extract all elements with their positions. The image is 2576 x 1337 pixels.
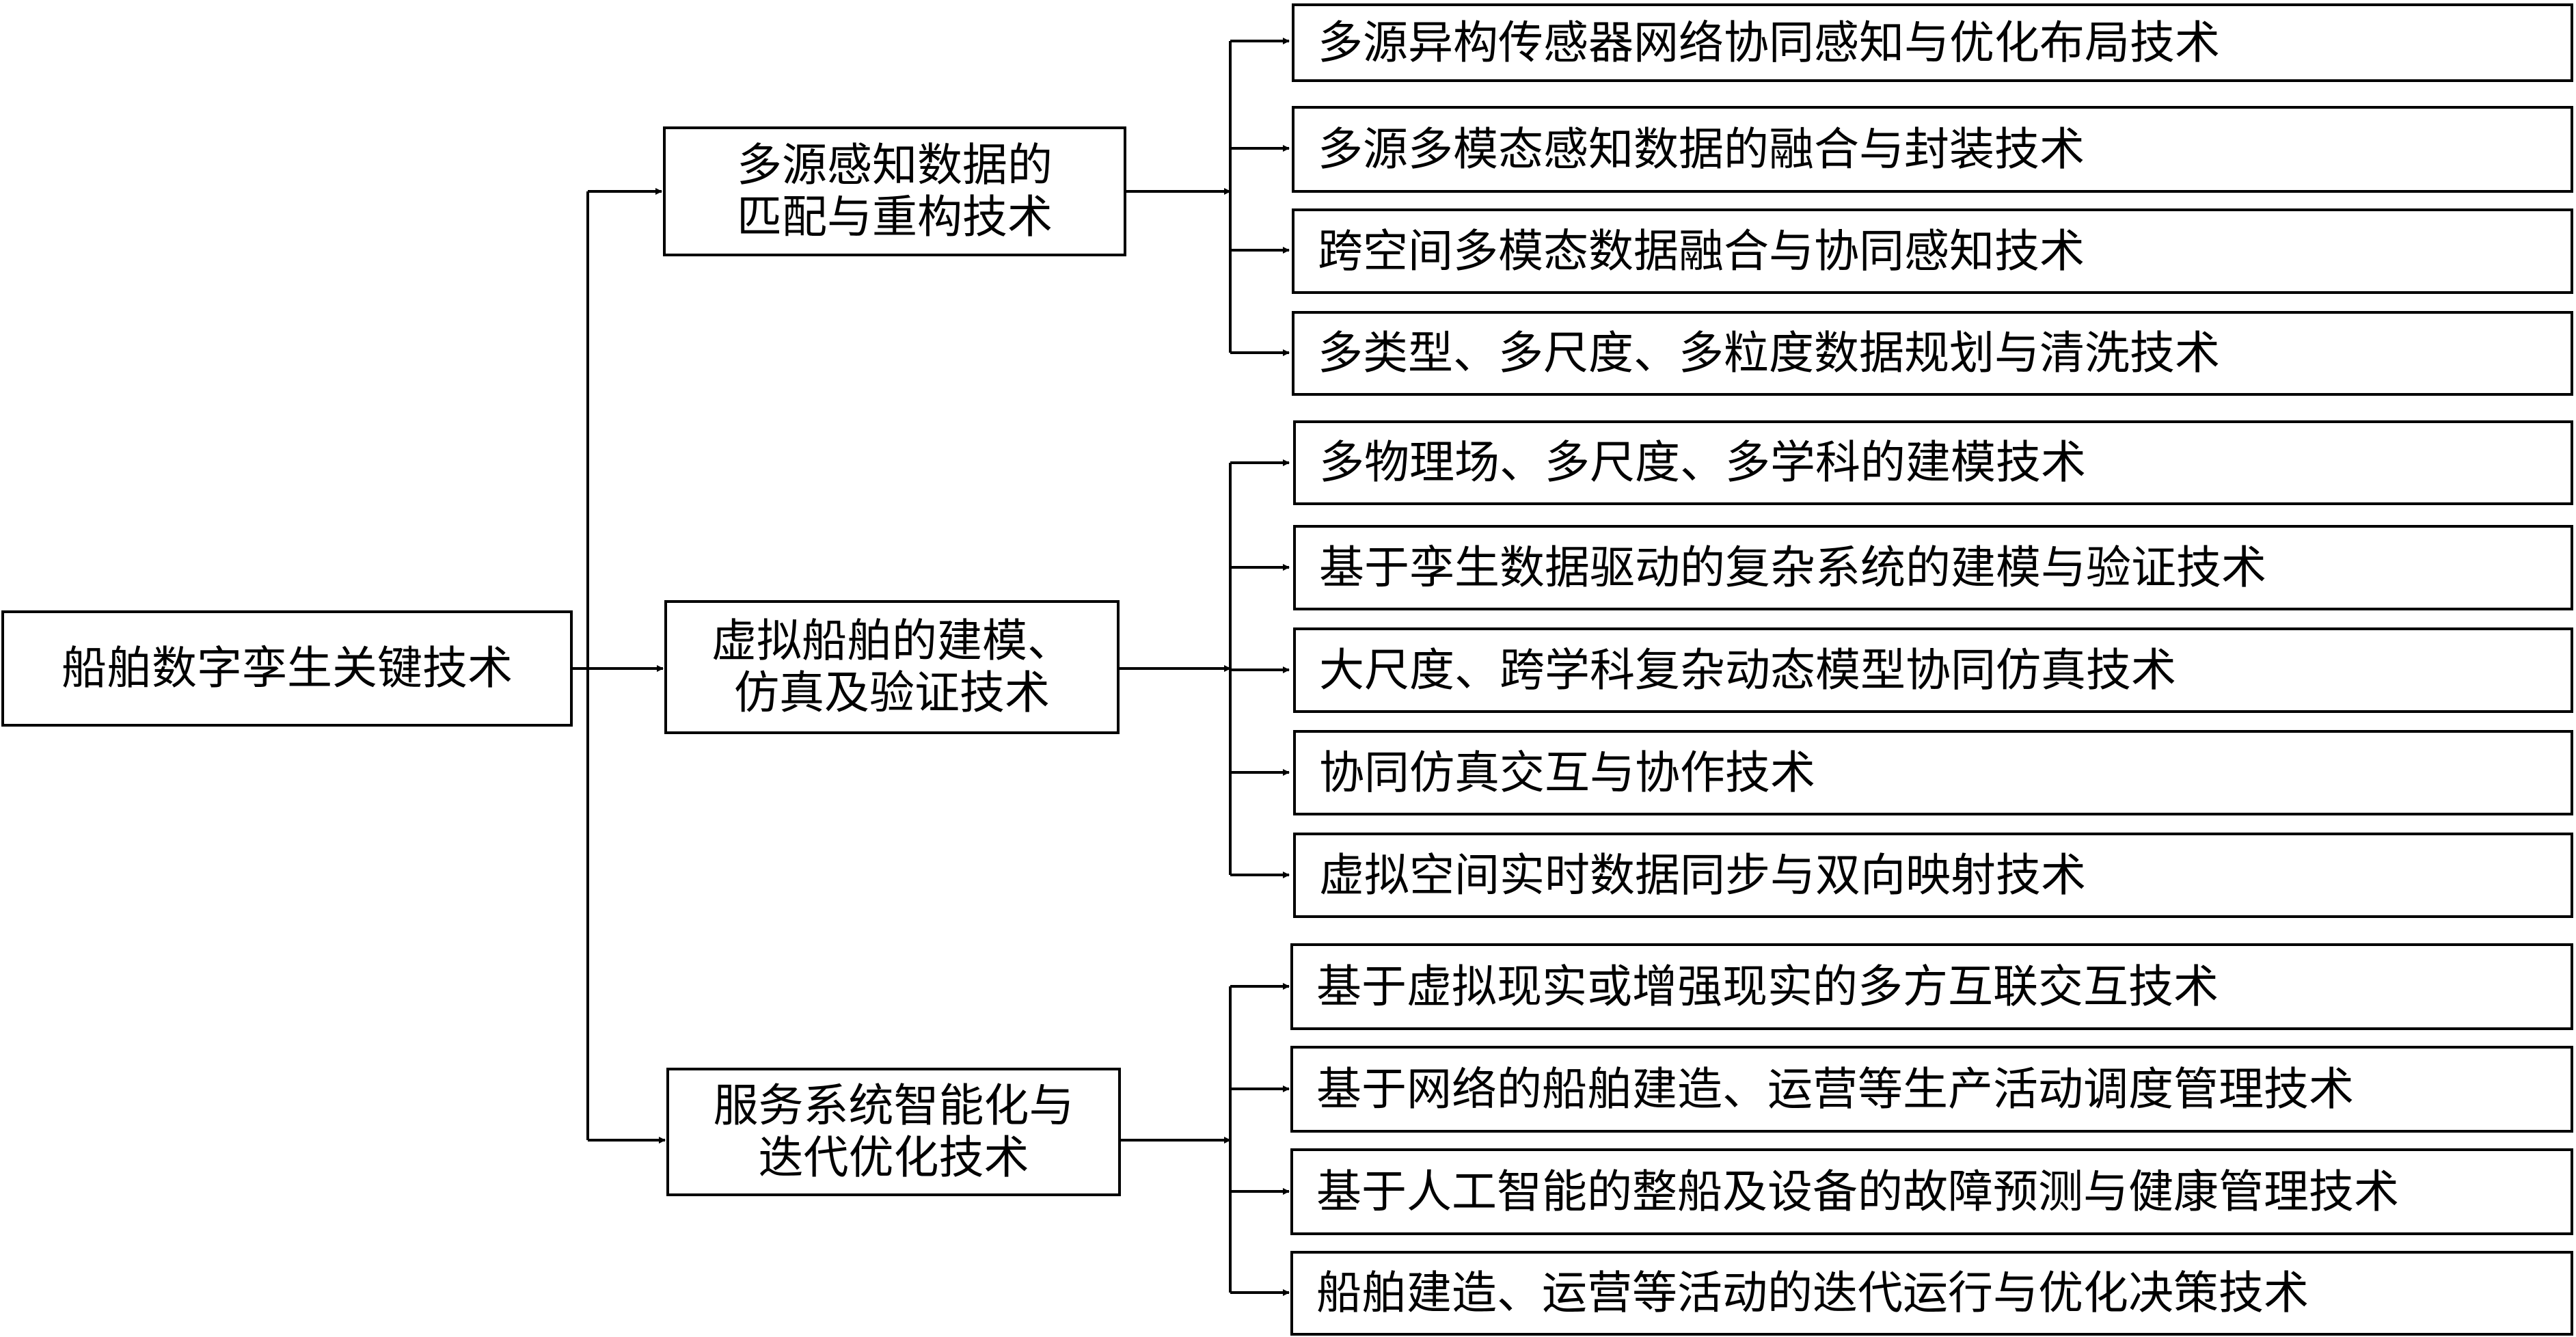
leaf-label: 虚拟空间实时数据同步与双向映射技术 xyxy=(1319,848,2086,902)
leaf-label: 多源异构传感器网络协同感知与优化布局技术 xyxy=(1318,16,2220,69)
leaf-node: 基于孪生数据驱动的复杂系统的建模与验证技术 xyxy=(1293,525,2573,610)
leaf-label: 协同仿真交互与协作技术 xyxy=(1319,746,1815,799)
branch-label: 服务系统智能化与 迭代优化技术 xyxy=(713,1079,1074,1184)
leaf-label: 大尺度、跨学科复杂动态模型协同仿真技术 xyxy=(1319,643,2176,697)
leaf-label: 基于人工智能的整船及设备的故障预测与健康管理技术 xyxy=(1316,1165,2399,1218)
leaf-label: 基于孪生数据驱动的复杂系统的建模与验证技术 xyxy=(1319,541,2266,594)
leaf-node: 协同仿真交互与协作技术 xyxy=(1293,730,2573,815)
leaf-node: 基于人工智能的整船及设备的故障预测与健康管理技术 xyxy=(1290,1148,2573,1235)
leaf-label: 多类型、多尺度、多粒度数据规划与清洗技术 xyxy=(1318,327,2220,380)
leaf-node: 跨空间多模态数据融合与协同感知技术 xyxy=(1292,208,2573,294)
leaf-node: 大尺度、跨学科复杂动态模型协同仿真技术 xyxy=(1293,627,2573,713)
leaf-node: 基于网络的船舶建造、运营等生产活动调度管理技术 xyxy=(1290,1046,2573,1133)
leaf-node: 船舶建造、运营等活动的迭代运行与优化决策技术 xyxy=(1290,1251,2573,1336)
branch-label: 虚拟船舶的建模、 仿真及验证技术 xyxy=(711,615,1072,719)
root-node: 船舶数字孪生关键技术 xyxy=(1,610,573,727)
leaf-node: 多类型、多尺度、多粒度数据规划与清洗技术 xyxy=(1292,311,2573,396)
leaf-node: 虚拟空间实时数据同步与双向映射技术 xyxy=(1293,833,2573,918)
leaf-label: 基于虚拟现实或增强现实的多方互联交互技术 xyxy=(1316,960,2219,1013)
branch-node-modeling: 虚拟船舶的建模、 仿真及验证技术 xyxy=(664,600,1120,734)
root-label: 船舶数字孪生关键技术 xyxy=(62,642,513,695)
leaf-node: 多物理场、多尺度、多学科的建模技术 xyxy=(1293,420,2573,505)
leaf-node: 多源异构传感器网络协同感知与优化布局技术 xyxy=(1292,3,2573,82)
leaf-label: 船舶建造、运营等活动的迭代运行与优化决策技术 xyxy=(1316,1267,2309,1320)
leaf-label: 多源多模态感知数据的融合与封装技术 xyxy=(1318,122,2085,176)
leaf-label: 基于网络的船舶建造、运营等生产活动调度管理技术 xyxy=(1316,1062,2354,1116)
leaf-label: 多物理场、多尺度、多学科的建模技术 xyxy=(1319,436,2086,489)
branch-node-service: 服务系统智能化与 迭代优化技术 xyxy=(666,1068,1121,1196)
leaf-node: 多源多模态感知数据的融合与封装技术 xyxy=(1292,106,2573,193)
leaf-label: 跨空间多模态数据融合与协同感知技术 xyxy=(1318,224,2085,278)
leaf-node: 基于虚拟现实或增强现实的多方互联交互技术 xyxy=(1290,943,2573,1030)
branch-node-perception: 多源感知数据的 匹配与重构技术 xyxy=(663,126,1126,256)
branch-label: 多源感知数据的 匹配与重构技术 xyxy=(737,139,1053,243)
